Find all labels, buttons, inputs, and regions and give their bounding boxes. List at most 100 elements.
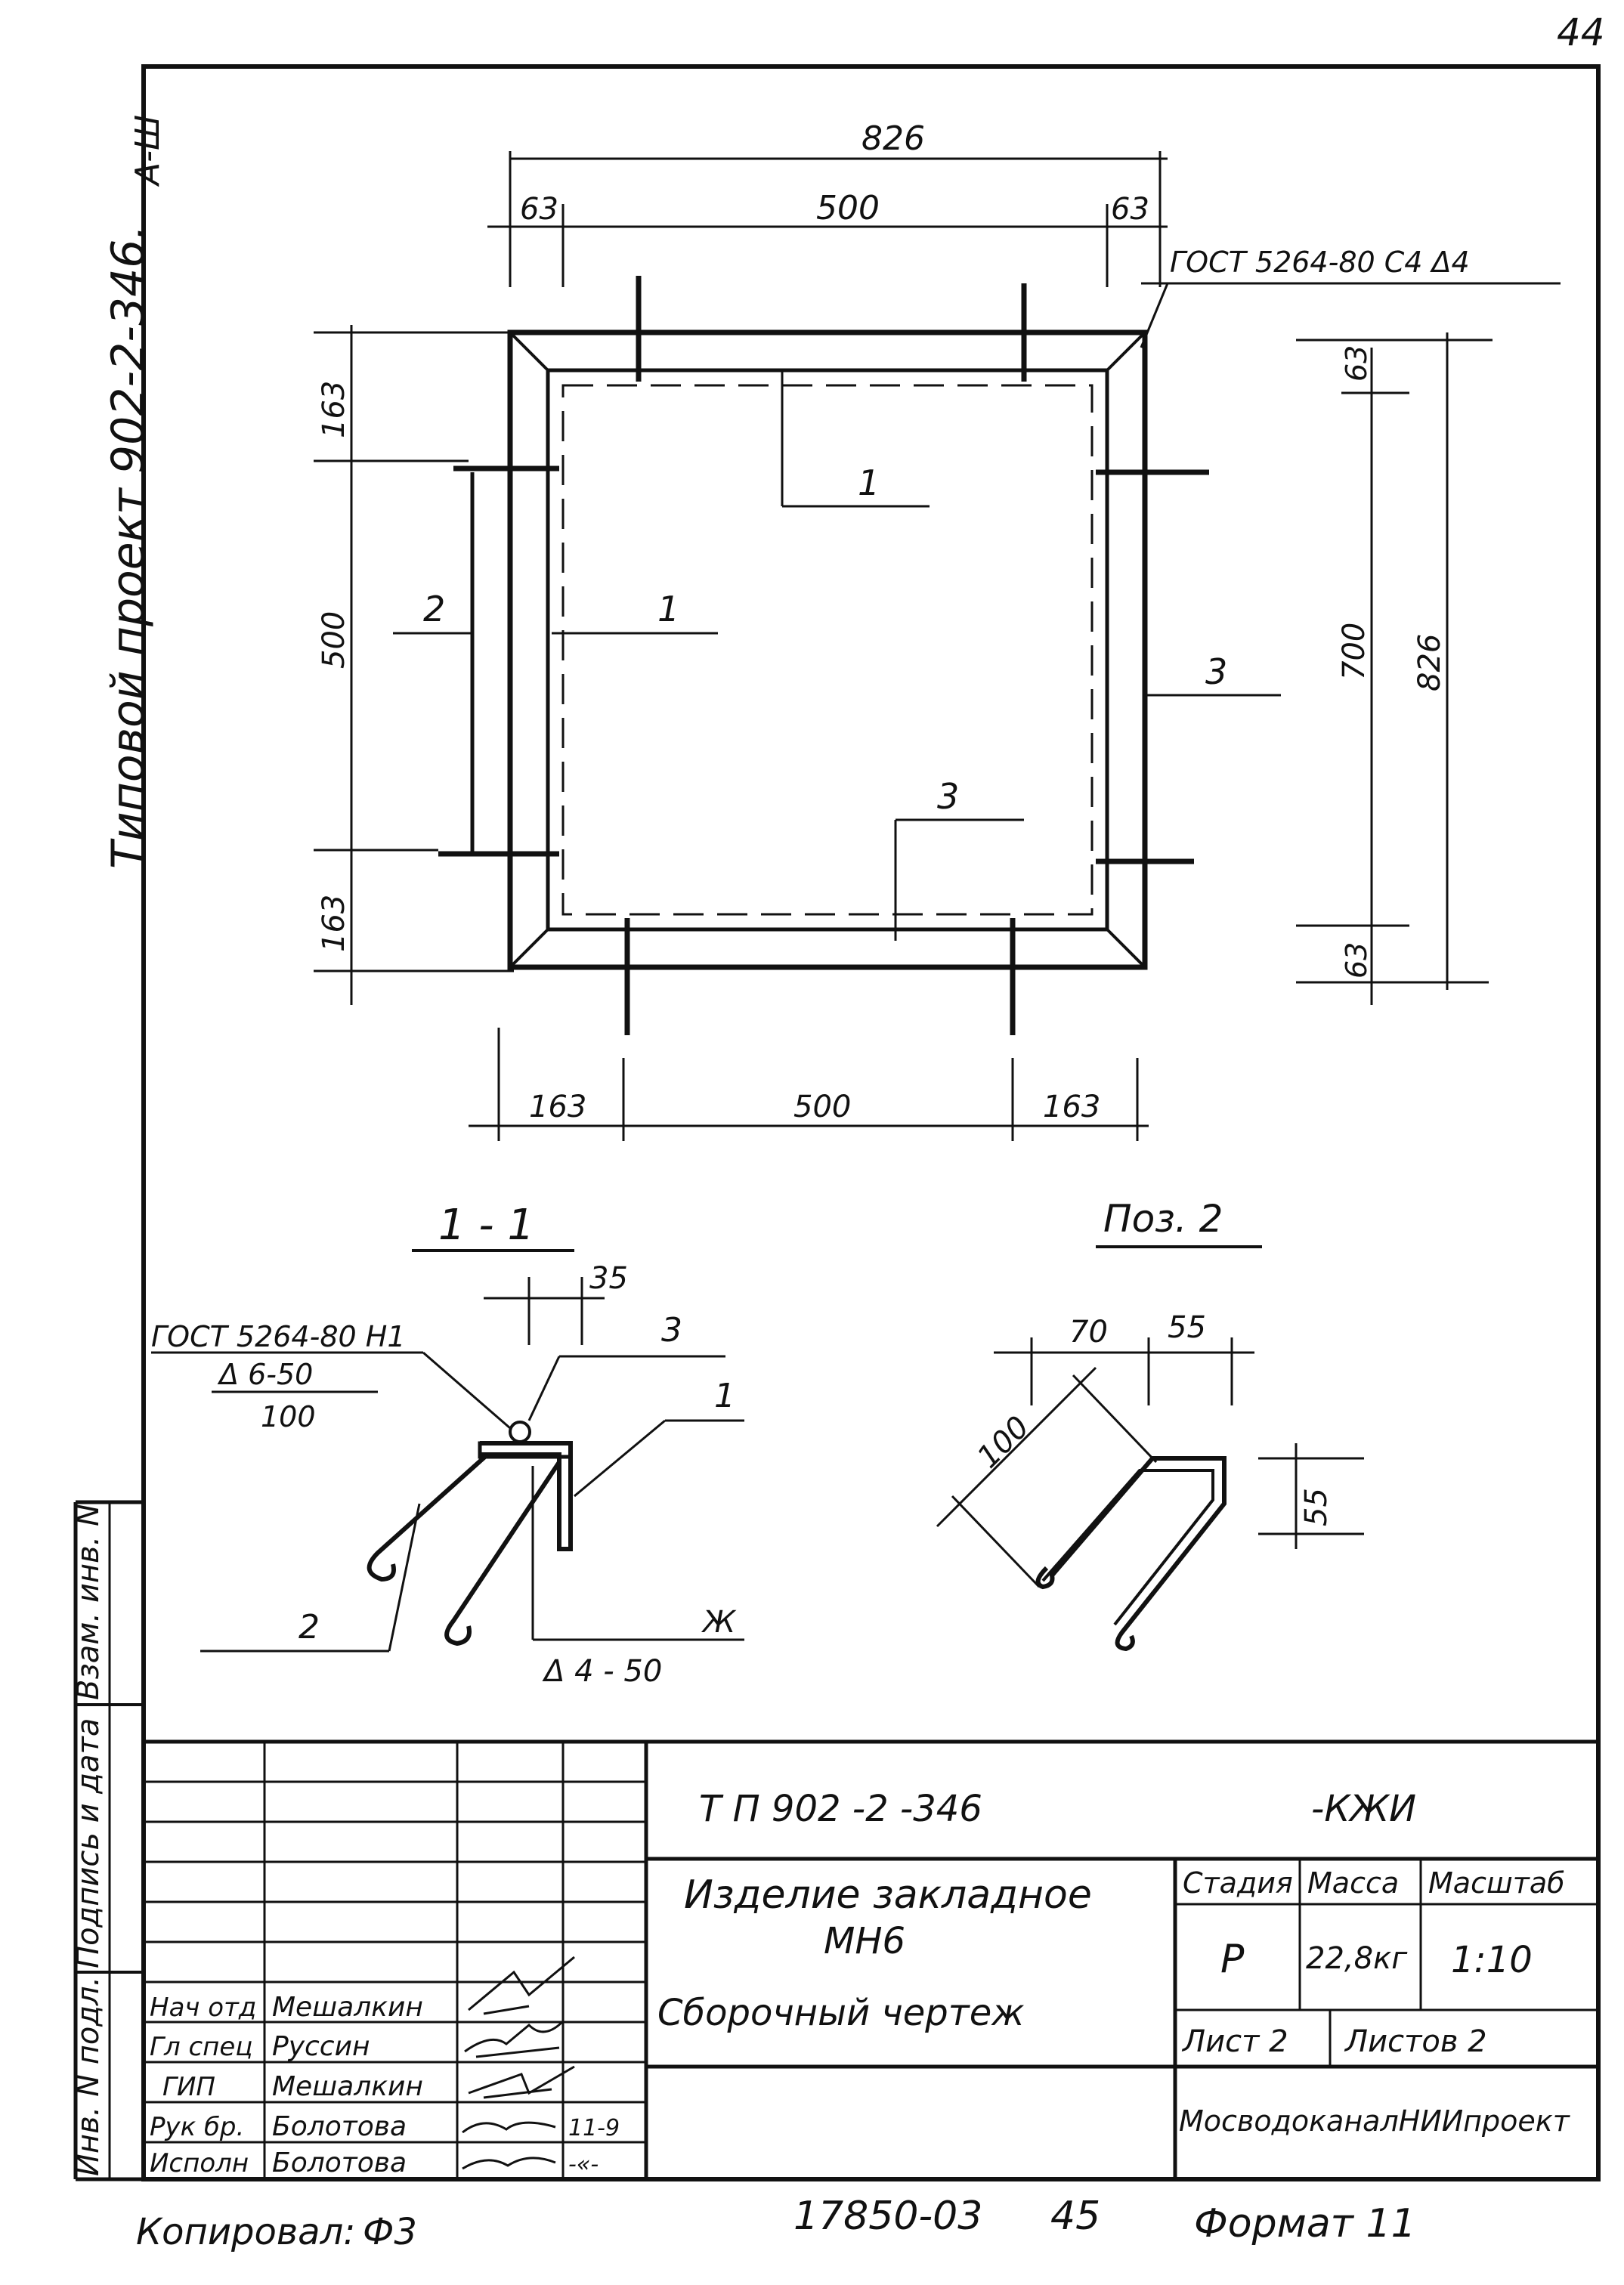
title-block: Т П 902 -2 -346 -КЖИ Изделие закладное М… [144, 1739, 1598, 2179]
rod-left [367, 1452, 490, 1582]
rod-shape-poz2 [1035, 1456, 1227, 1652]
leader [422, 1351, 511, 1430]
dim-100: 100 [971, 1410, 1037, 1476]
dim-63-right-top: 63 [1340, 345, 1373, 382]
corner-mark: А-Ш [128, 115, 167, 187]
copied-by: Копировал: [136, 2211, 355, 2253]
dim-55-side: 55 [1299, 1488, 1334, 1526]
plan-corner [509, 928, 549, 969]
person-name: Болотова [272, 2111, 407, 2142]
dim-500-bottom: 500 [793, 1090, 851, 1124]
plan-corner [1106, 928, 1146, 969]
section-pos-2: 2 [299, 1608, 320, 1646]
dim-163-left-top: 163 [317, 381, 351, 438]
weld-bead [509, 1421, 531, 1443]
weld-note-section: ГОСТ 5264-80 Н1 [151, 1320, 406, 1353]
signature [468, 2065, 575, 2099]
leader [527, 1356, 561, 1421]
plan-view: 826 63 500 63 ГОСТ 5264-80 С4 Δ4 163 500… [314, 119, 1561, 1141]
dim-826-top: 826 [861, 119, 925, 158]
sheet-frame [141, 64, 1601, 2181]
ext-line [1072, 1374, 1158, 1464]
dim-63-top-right: 63 [1111, 192, 1149, 227]
page-number: 45 [1050, 2194, 1100, 2239]
leader [574, 1419, 666, 1498]
sheet-label: Лист 2 [1181, 2024, 1288, 2059]
sheet-number: 44 [1557, 11, 1605, 54]
stage-value: Р [1220, 1937, 1245, 1982]
signature [464, 2020, 565, 2058]
dim-163-left-bottom: 163 [317, 895, 351, 952]
poz-2-detail: Поз. 2 70 55 100 55 [936, 1197, 1364, 1652]
role-label: Гл спец [150, 2032, 252, 2062]
dim-35: 35 [589, 1261, 628, 1296]
pos-3-bottom: 3 [937, 776, 959, 817]
stage-label: Стадия [1183, 1866, 1293, 1900]
section-title: 1 - 1 [438, 1201, 534, 1250]
pos-3-right: 3 [1205, 651, 1227, 692]
scale-label: Масштаб [1428, 1866, 1565, 1900]
plan-corner [1106, 331, 1146, 372]
leader [388, 1503, 421, 1652]
dim-163-bottom-right: 163 [1043, 1090, 1100, 1124]
dim-826-right: 826 [1412, 634, 1447, 691]
ext-line [951, 1495, 1041, 1588]
scale-value: 1:10 [1451, 1939, 1533, 1981]
pos-1-left: 1 [657, 589, 679, 629]
plan-hidden-line [561, 384, 1093, 916]
weld-note-top: ГОСТ 5264-80 С4 Δ4 [1170, 246, 1470, 279]
rod-shape-inner [1041, 1469, 1214, 1626]
organization: МосводоканалНИИпроект [1179, 2104, 1571, 2138]
dim-700-right: 700 [1337, 623, 1372, 680]
leader [1140, 283, 1169, 348]
poz2-title: Поз. 2 [1103, 1197, 1223, 1241]
archive-number: 17850-03 [793, 2194, 982, 2239]
section-pos-1: 1 [714, 1377, 735, 1415]
dim-55-top: 55 [1168, 1310, 1206, 1345]
signature [462, 2157, 556, 2170]
weld-mark: Ж [701, 1605, 737, 1640]
dim-63-top-left: 63 [520, 192, 558, 227]
sheets-label: Листов 2 [1344, 2024, 1487, 2059]
weld-size: Δ 6-50 [217, 1358, 313, 1391]
role-label: ГИП [162, 2072, 215, 2102]
plan-inner-contour [546, 368, 1109, 932]
weld-bottom: Δ 4 - 50 [542, 1654, 662, 1689]
mass-value: 22,8кг [1306, 1941, 1408, 1976]
signature [468, 1956, 575, 2015]
section-1-1: 1 - 1 35 ГОСТ 5264-80 Н1 Δ 6-50 100 3 1 … [151, 1201, 744, 1689]
signature [462, 2121, 556, 2134]
dim-163-bottom-left: 163 [529, 1090, 586, 1124]
dim-500-left: 500 [317, 611, 351, 669]
pos-1-top: 1 [858, 462, 880, 503]
pos-2-plan: 2 [423, 589, 445, 629]
weld-pitch: 100 [261, 1400, 316, 1433]
copier-mark: Ф3 [363, 2211, 417, 2253]
role-label: Рук бр. [150, 2112, 244, 2142]
stamp-text-replace-inv: Взам. инв. N [71, 1504, 106, 1700]
dim-70: 70 [1069, 1315, 1108, 1350]
person-name: Болотова [272, 2147, 407, 2178]
plan-corner [509, 331, 549, 372]
doc-suffix: -КЖИ [1311, 1788, 1416, 1830]
sign-date: 11-9 [568, 2115, 620, 2141]
mass-label: Масса [1307, 1866, 1399, 1900]
role-label: Нач отд [150, 1993, 256, 2023]
stamp-text-inv-original: Инв. N подл. [71, 1977, 106, 2176]
sign-date: -«- [568, 2151, 599, 2178]
format: Формат 11 [1194, 2201, 1416, 2246]
drawing-type: Сборочный чертеж [657, 1992, 1025, 2034]
section-pos-3: 3 [661, 1311, 682, 1350]
person-name: Мешалкин [272, 1992, 423, 2023]
person-name: Руссин [272, 2031, 370, 2062]
doc-code: Т П 902 -2 -346 [699, 1788, 982, 1830]
dim-500-top: 500 [816, 189, 880, 227]
angle-profile [480, 1441, 573, 1551]
dim-line [936, 1366, 1097, 1528]
item-mark: МН6 [824, 1920, 905, 1962]
side-title: Типовой проект 902-2-346. [102, 224, 155, 869]
role-label: Исполн [150, 2148, 249, 2178]
rod-right [444, 1461, 561, 1646]
stamp-text-signature-date: Подпись и дата [71, 1718, 106, 1968]
